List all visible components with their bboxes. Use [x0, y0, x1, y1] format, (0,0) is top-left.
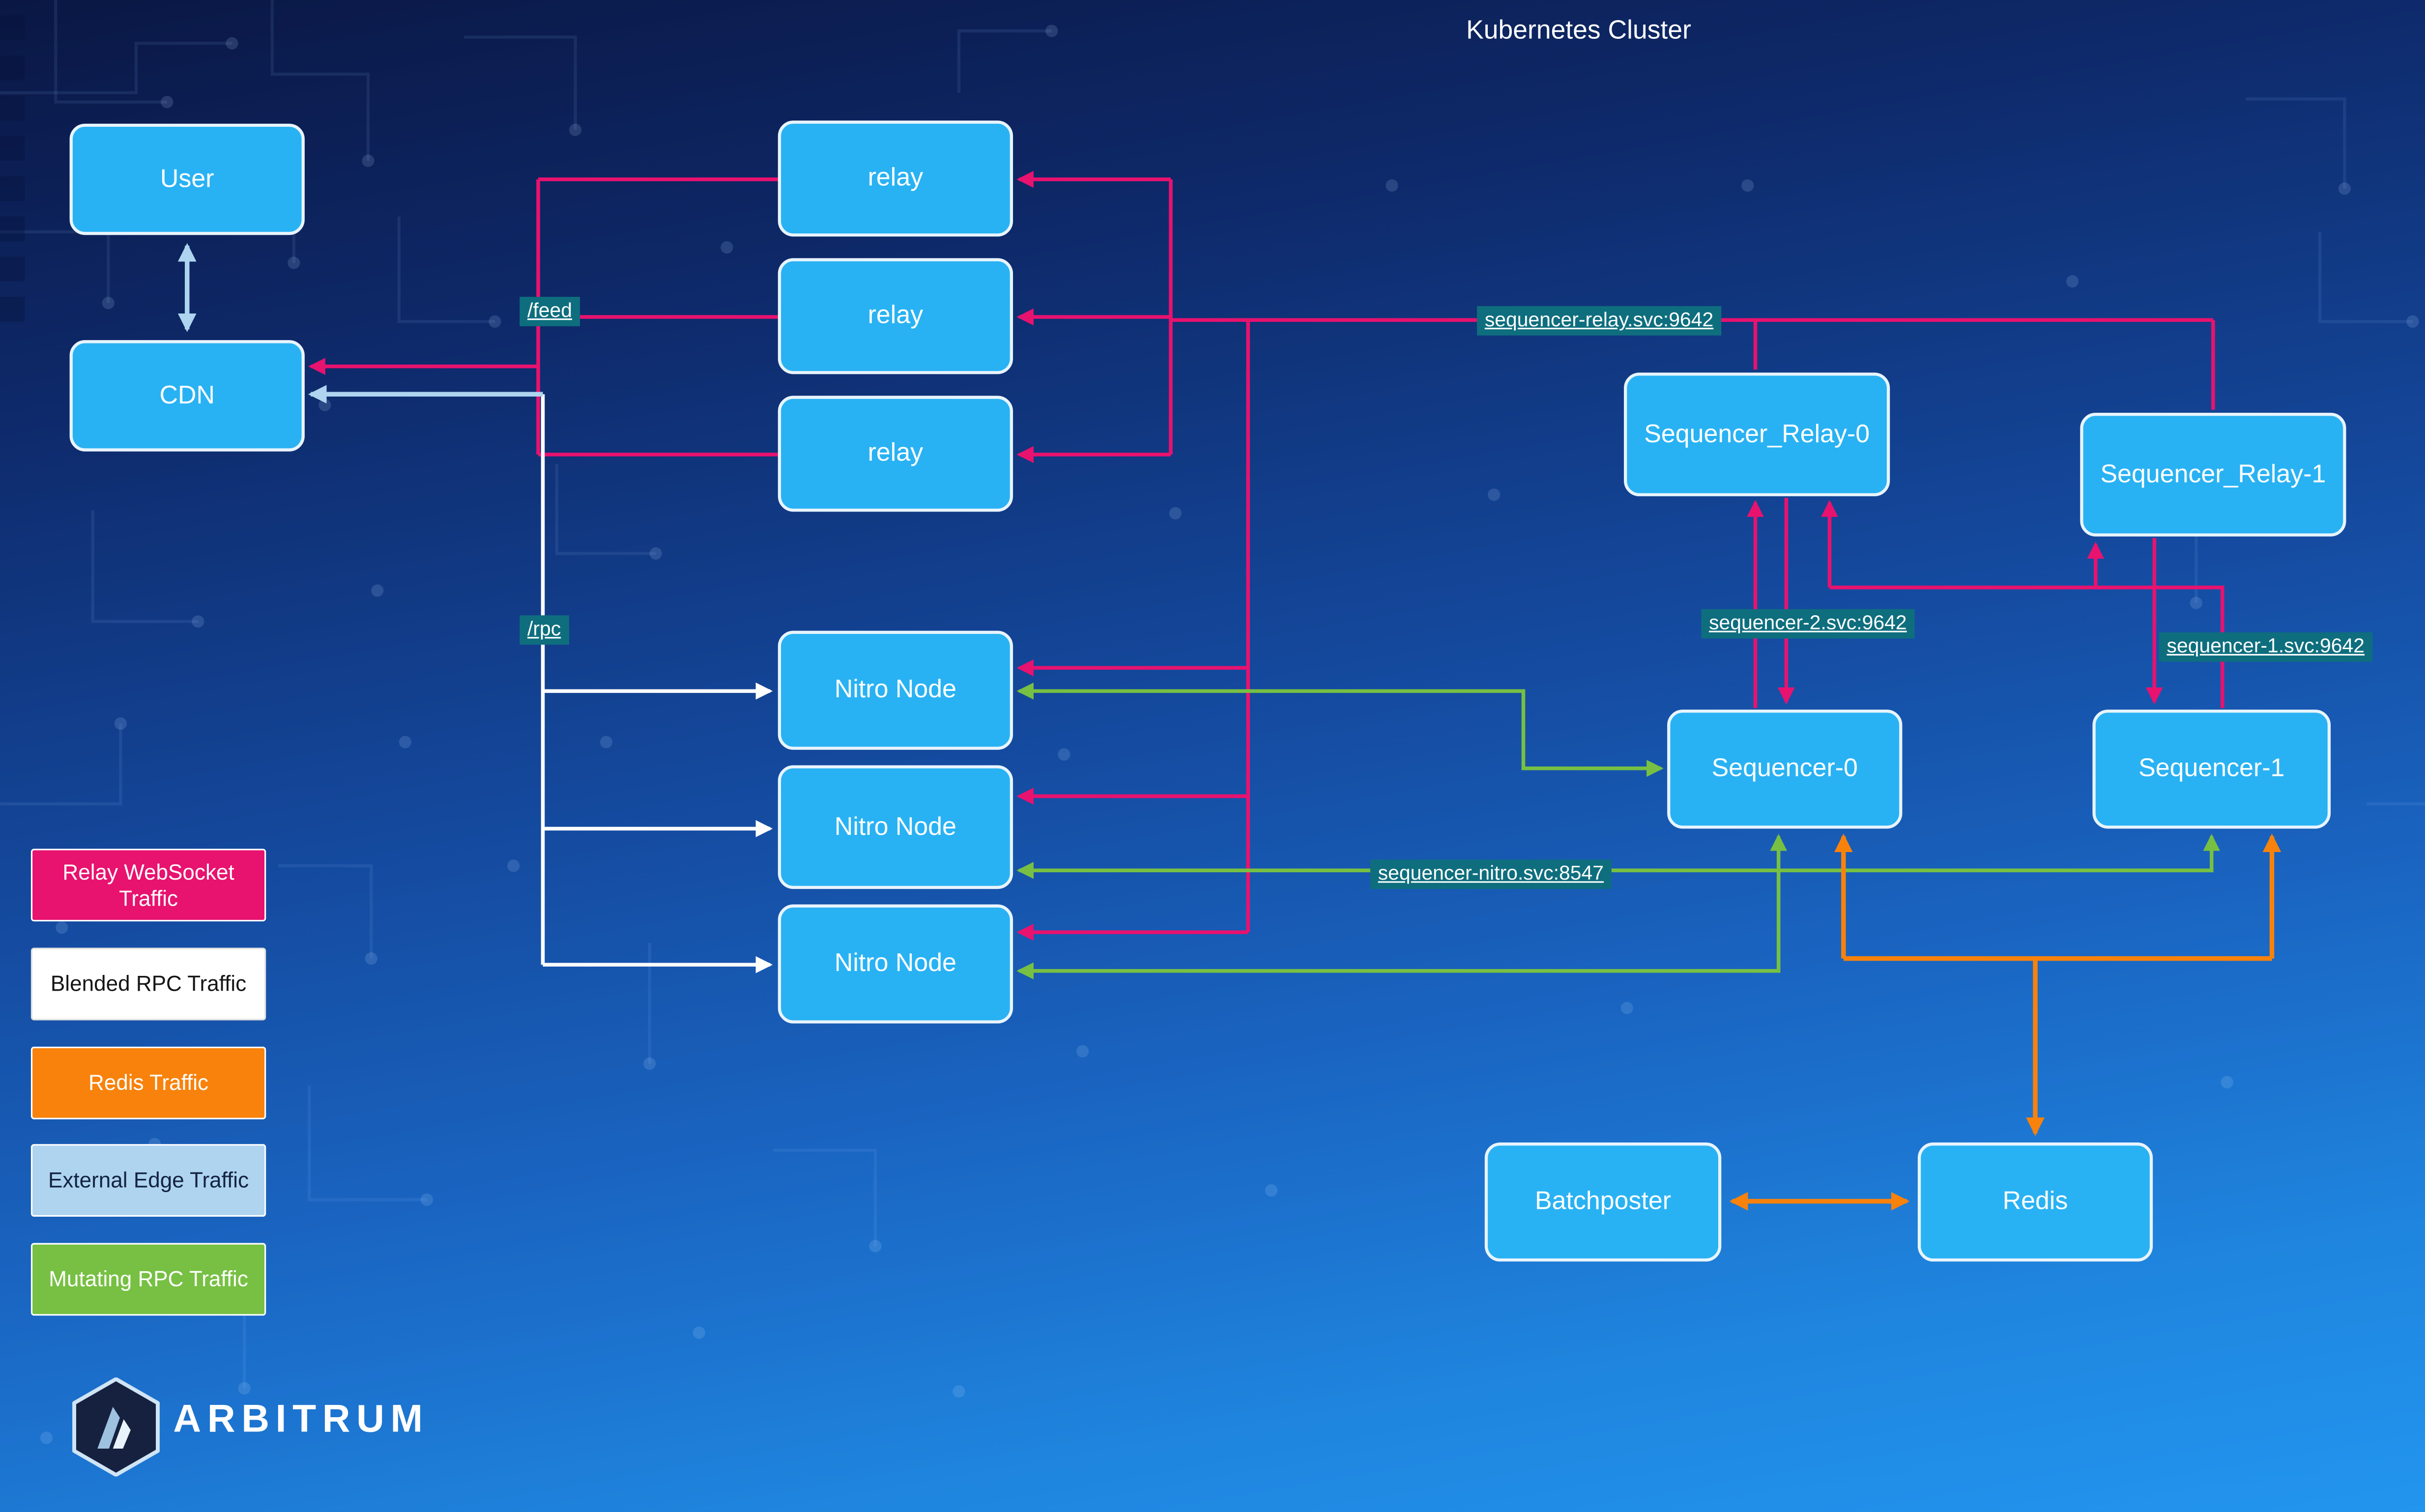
legend-label: Redis Traffic: [88, 1070, 209, 1095]
arbitrum-branding: ARBITRUM: [71, 1377, 423, 1477]
legend-label: Mutating RPC Traffic: [49, 1266, 248, 1291]
legend-label: Relay WebSocket Traffic: [62, 859, 234, 910]
node-label: relay: [867, 439, 924, 467]
edge-nitro2-seq1: [1016, 833, 2221, 879]
node-label: Nitro Node: [834, 812, 957, 840]
node-nitro-node-2: Nitro Node: [778, 765, 1013, 889]
edge-label-feed: /feed: [520, 297, 580, 327]
node-label: CDN: [159, 381, 215, 409]
edge-nitro3-seq0: [1016, 833, 1788, 980]
node-label: relay: [867, 164, 924, 192]
legend-label: Blended RPC Traffic: [50, 971, 247, 996]
legend-item-blended-rpc-traffic: Blended RPC Traffic: [30, 947, 266, 1021]
node-cdn: CDN: [69, 340, 305, 452]
diagram-title: Kubernetes Cluster: [1466, 15, 1692, 45]
edge-label-rpc: /rpc: [520, 615, 569, 645]
legend-item-redis-traffic: Redis Traffic: [30, 1046, 266, 1119]
node-label: Sequencer_Relay-0: [1644, 420, 1870, 448]
arbitrum-logo-icon: [72, 1377, 160, 1477]
node-nitro-node-3: Nitro Node: [778, 904, 1013, 1024]
legend-label: External Edge Traffic: [48, 1167, 249, 1193]
node-label: Nitro Node: [834, 949, 957, 977]
node-label: relay: [867, 301, 924, 330]
node-relay-3: relay: [778, 396, 1013, 512]
node-sequencer-relay-1: Sequencer_Relay-1: [2080, 413, 2346, 537]
edge-label-sequencer-1-svc: sequencer-1.svc:9642: [2159, 632, 2372, 662]
edge-label-sequencer-nitro-svc: sequencer-nitro.svc:8547: [1370, 859, 1612, 889]
node-label: Batchposter: [1535, 1187, 1672, 1215]
node-nitro-node-1: Nitro Node: [778, 630, 1013, 750]
node-label: Sequencer_Relay-1: [2100, 459, 2326, 488]
node-user: User: [69, 123, 305, 235]
legend-item-relay-websocket-traffic: Relay WebSocket Traffic: [30, 849, 266, 922]
node-relay-1: relay: [778, 120, 1013, 237]
node-label: Sequencer-0: [1711, 754, 1858, 782]
node-sequencer-0: Sequencer-0: [1667, 710, 1903, 829]
node-label: Redis: [2002, 1187, 2068, 1215]
node-label: Sequencer-1: [2138, 754, 2285, 782]
arbitrum-logo-text: ARBITRUM: [173, 1398, 429, 1441]
edge-label-sequencer-relay-svc: sequencer-relay.svc:9642: [1477, 306, 1721, 336]
node-sequencer-1: Sequencer-1: [2092, 710, 2331, 829]
node-label: User: [160, 165, 214, 193]
node-batchposter: Batchposter: [1484, 1142, 1722, 1262]
node-sequencer-relay-0: Sequencer_Relay-0: [1624, 372, 1890, 496]
legend-item-external-edge-traffic: External Edge Traffic: [30, 1144, 266, 1217]
edge-label-sequencer-2-svc: sequencer-2.svc:9642: [1701, 609, 1915, 639]
edge-nitro1-seq0: [1016, 683, 1664, 777]
node-label: Nitro Node: [834, 675, 957, 704]
node-redis: Redis: [1917, 1142, 2153, 1262]
legend-item-mutating-rpc-traffic: Mutating RPC Traffic: [30, 1243, 266, 1316]
node-relay-2: relay: [778, 258, 1013, 374]
